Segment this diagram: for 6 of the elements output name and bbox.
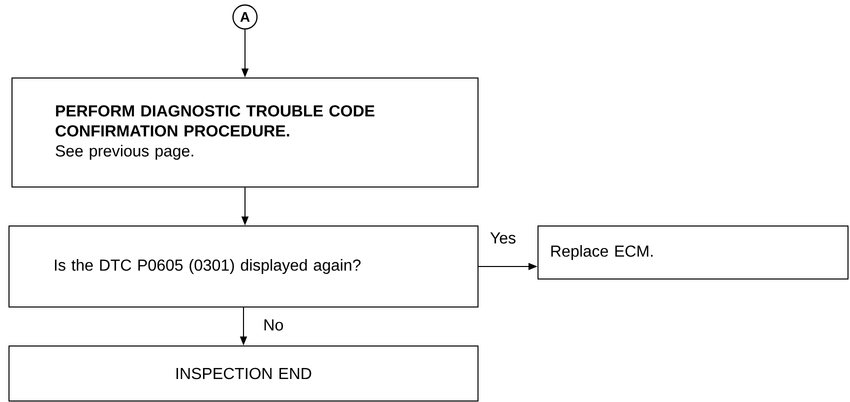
edge-label: No [264, 319, 283, 331]
decision-box: Is the DTC P0605 (0301) displayed again? [8, 226, 478, 308]
process-box: INSPECTION END [8, 346, 478, 402]
process-box: Replace ECM. [538, 226, 848, 280]
edge-label: Yes [490, 232, 516, 244]
process-box: PERFORM DIAGNOSTIC TROUBLE CODE CONFIRMATION PROCEDURE. See previous page. [12, 78, 478, 188]
